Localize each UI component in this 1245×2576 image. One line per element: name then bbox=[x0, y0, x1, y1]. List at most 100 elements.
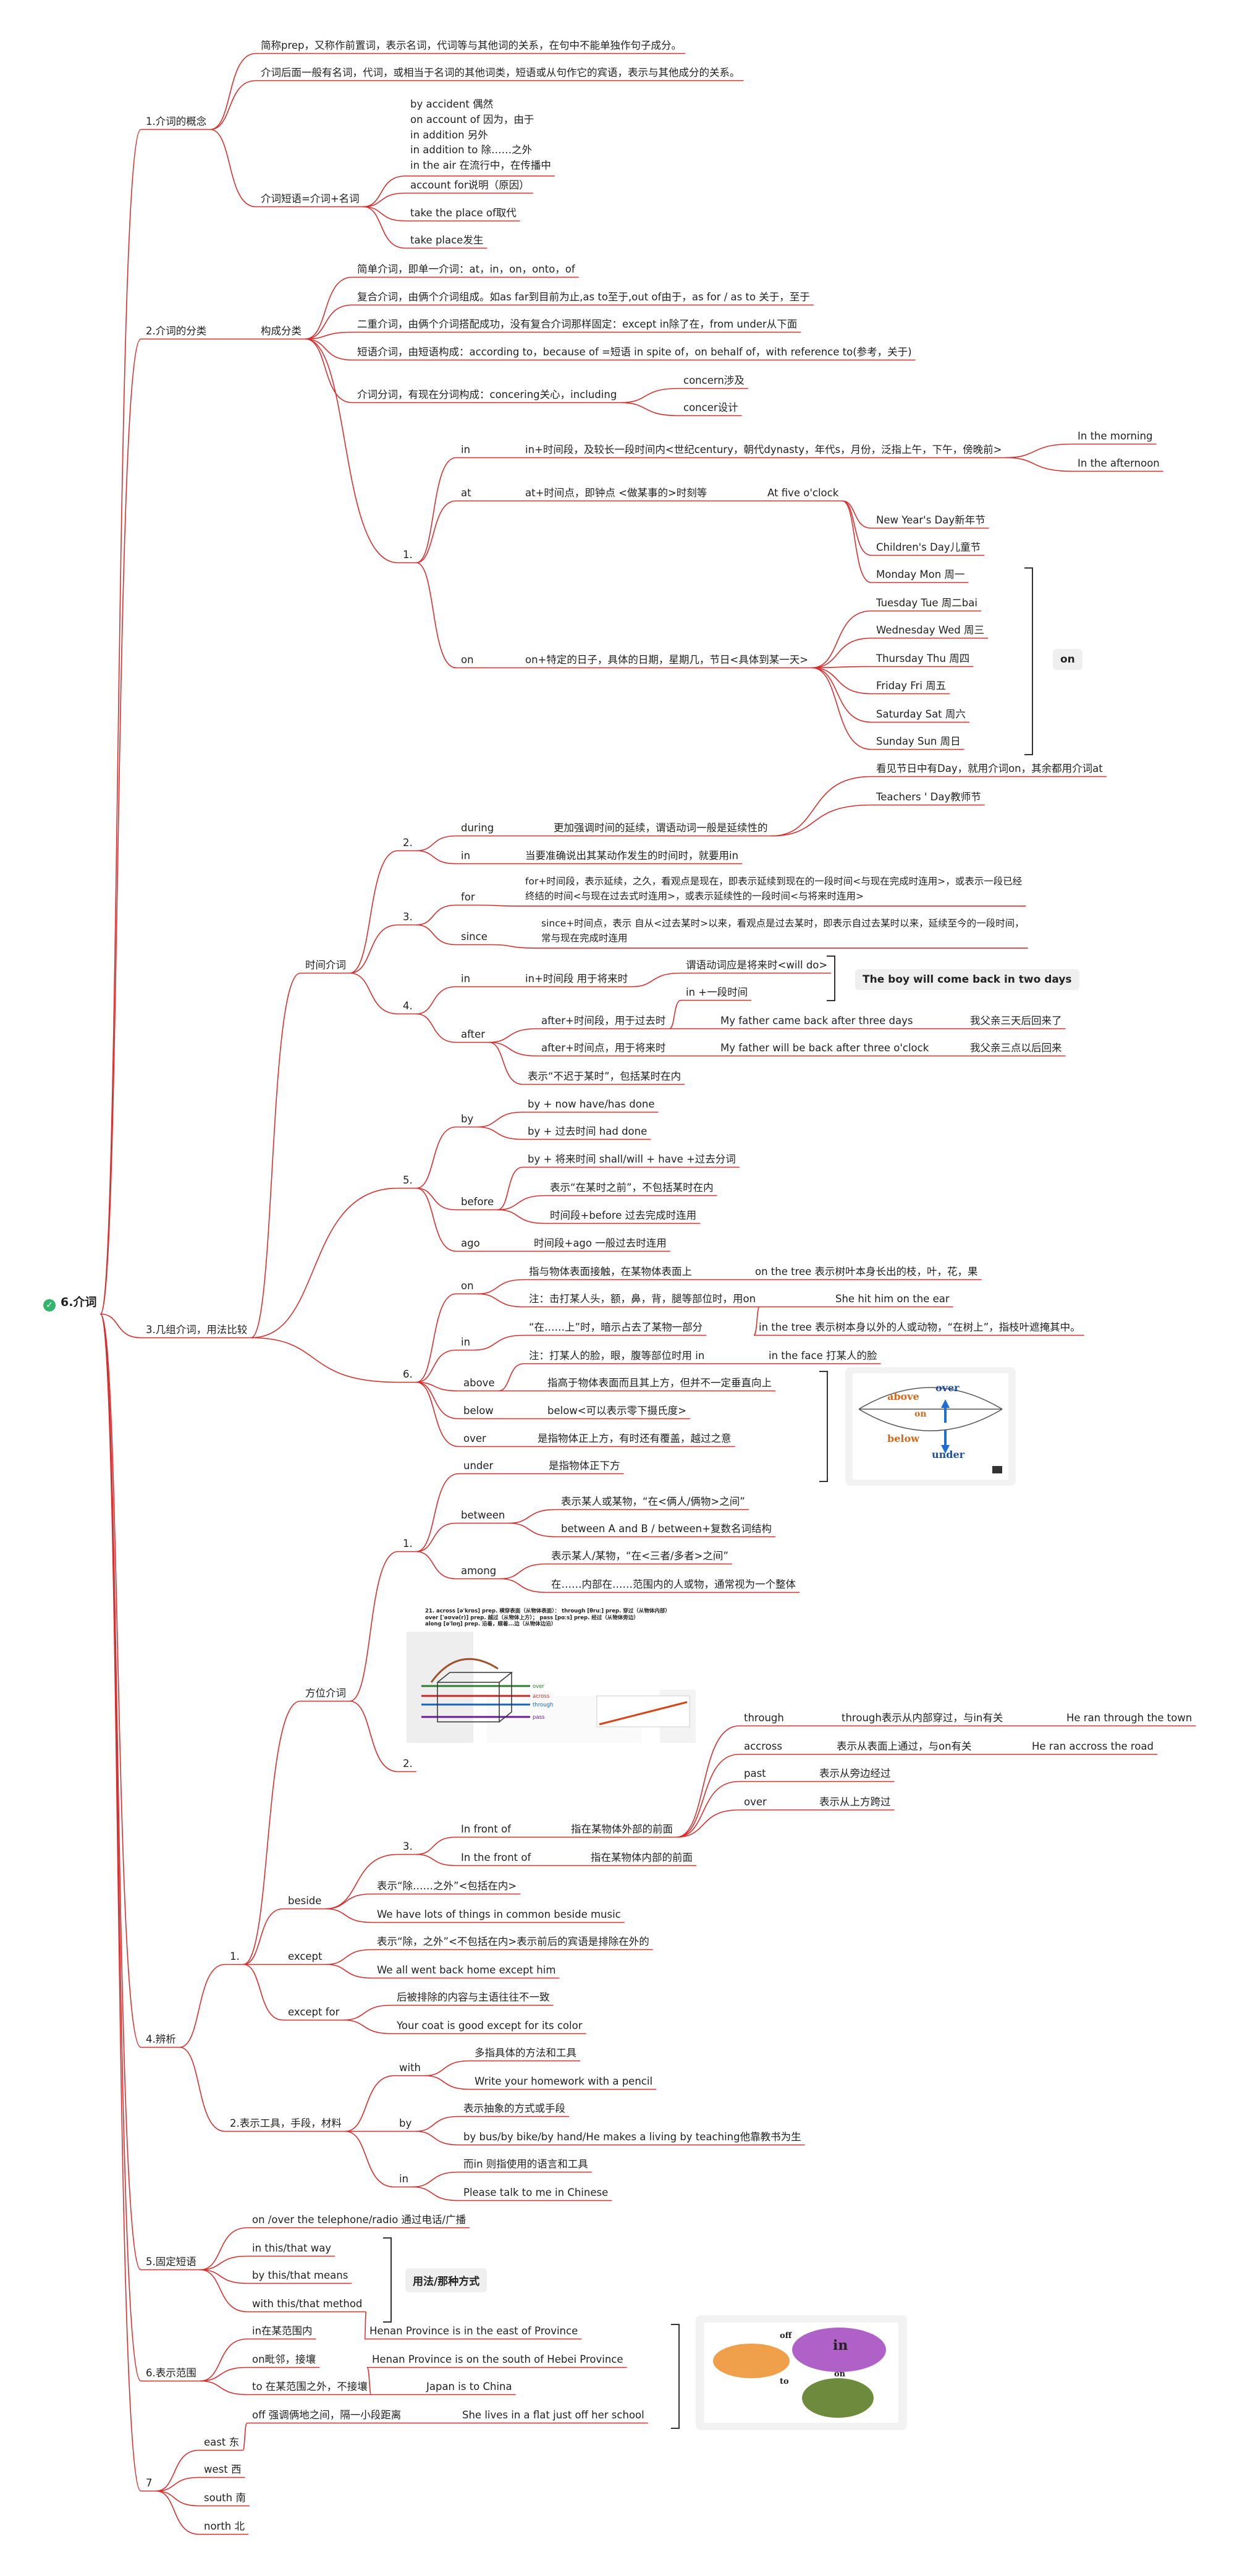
pass-small-label: pass bbox=[533, 1714, 545, 1721]
over-desc: 表示从上方跨过 bbox=[819, 1796, 891, 1808]
across-line-2: over [ˈəʊvə(r)] prep. 越过（从物体上方）； pass [p… bbox=[425, 1614, 639, 1621]
section-types[interactable]: 2.介词的分类 bbox=[146, 325, 207, 337]
type-phrasal: 短语介词，由短语构成：according to，because of =短语 i… bbox=[357, 346, 912, 358]
beside-item: 表示“除……之外”<包括在内> bbox=[377, 1880, 517, 1892]
place-g1-between: between bbox=[461, 1509, 505, 1521]
g6-on-desc2: 注：击打某人头，额，鼻，背，腿等部位时，用on bbox=[529, 1293, 756, 1305]
time-g1-at-desc: at+时间点，即钟点 <做某事的>时刻等 bbox=[525, 487, 707, 499]
direction-item: west 西 bbox=[204, 2464, 242, 2475]
among-item: 在……内部在……范围内的人或物，通常视为一个整体 bbox=[551, 1578, 796, 1590]
accross-ex: He ran accross the road bbox=[1032, 1740, 1154, 1752]
by-item: by + now have/has done bbox=[528, 1098, 655, 1110]
range-b: She lives in a flat just off her school bbox=[462, 2409, 644, 2421]
across-small-label: across bbox=[533, 1693, 550, 1700]
fixed-item: with this/that method bbox=[252, 2298, 363, 2310]
in-front-of-desc: 指在某物体外部的前面 bbox=[571, 1823, 673, 1835]
time-g4-after-desc2: after+时间点，用于将来时 bbox=[541, 1042, 666, 1054]
concern-2: concer设计 bbox=[683, 402, 738, 413]
concept-def-1: 简称prep，又称作前置词，表示名词，代词等与其他词的关系，在句中不能单独作句子… bbox=[261, 40, 682, 51]
type-double: 二重介词，由俩个介词搭配成功，没有复合介词那样固定：except in除了在，f… bbox=[357, 318, 798, 330]
in-summary: The boy will come back in two days bbox=[855, 969, 1079, 990]
form-label[interactable]: 构成分类 bbox=[261, 325, 302, 337]
on-list-item: Friday Fri 周五 bbox=[876, 680, 947, 692]
through-desc: through表示从内部穿过，与in有关 bbox=[842, 1712, 1003, 1724]
time-prep-label[interactable]: 时间介词 bbox=[305, 959, 346, 971]
range-a: to 在某范围之外，不接壤 bbox=[252, 2381, 368, 2392]
time-g3-since-desc: since+时间点，表示 自从<过去某时>以来，看观点是过去某时，即表示自过去某… bbox=[541, 916, 1024, 946]
fixed-bracket bbox=[383, 2237, 392, 2323]
below-label: below bbox=[887, 1433, 919, 1444]
place-prep-label[interactable]: 方位介词 bbox=[305, 1687, 346, 1699]
type-simple: 简单介词，即单一介词：at，in，on，onto，of bbox=[357, 263, 575, 275]
section-range[interactable]: 6.表示范围 bbox=[146, 2367, 196, 2379]
between-item: between A and B / between+复数名词结构 bbox=[561, 1523, 772, 1535]
range-a: in在某范围内 bbox=[252, 2325, 313, 2337]
concept-def-2: 介词后面一般有名词，代词，或相当于名词的其他词类，短语或从句作它的宾语，表示与其… bbox=[261, 67, 740, 78]
time-g2-in: in bbox=[461, 850, 471, 862]
place-g2-past: past bbox=[744, 1768, 766, 1779]
in-bracket bbox=[827, 955, 835, 1001]
distinguish-g1-num: 1. bbox=[230, 1951, 240, 1962]
in-the-front-of-desc: 指在某物体内部的前面 bbox=[591, 1852, 693, 1863]
by-item: by + 过去时间 had done bbox=[528, 1125, 648, 1137]
section-fixed[interactable]: 5.固定短语 bbox=[146, 2256, 196, 2268]
phrase-example: take the place of取代 bbox=[410, 207, 517, 219]
place-g3-in-front-of: In front of bbox=[461, 1823, 511, 1835]
with-item: Write your homework with a pencil bbox=[475, 2075, 653, 2087]
across-through-illustration: 21. across [ə'krɒs] prep. 横穿表面（从物体表面）： t… bbox=[400, 1603, 696, 1749]
by-item: by + 将来时间 shall/will + have +过去分词 bbox=[528, 1153, 736, 1165]
g6-below-desc: below<可以表示零下摄氏度> bbox=[547, 1405, 686, 1417]
on-list-item: Monday Mon 周一 bbox=[876, 569, 965, 580]
place-g2-accross: accross bbox=[744, 1740, 782, 1752]
time-g5-num: 5. bbox=[403, 1174, 413, 1186]
for-desc-line: for+时间段，表示延续，之久，看观点是现在，即表示延续到现在的一段时间<与现在… bbox=[525, 876, 1023, 887]
except-for: except for bbox=[288, 2006, 340, 2018]
above-below-illustration: over above on below under bbox=[845, 1367, 1016, 1486]
between-item: 表示某人或某物，“在<俩人/俩物>之间” bbox=[561, 1496, 745, 1507]
time-g2-during: during bbox=[461, 822, 494, 834]
range-a: off 强调俩地之间，隔一小段距离 bbox=[252, 2409, 402, 2421]
by-item: 表示抽象的方式或手段 bbox=[463, 2103, 565, 2114]
section-seven[interactable]: 7 bbox=[146, 2477, 153, 2489]
root-node[interactable]: ✓6.介词 bbox=[43, 1297, 96, 1311]
time-g1-on: on bbox=[461, 654, 474, 666]
accross-desc: 表示从表面上通过，与on有关 bbox=[837, 1740, 972, 1752]
by-item: by bus/by bike/by hand/He makes a living… bbox=[463, 2131, 801, 2143]
range-illustration: off in on to bbox=[696, 2315, 907, 2430]
phrase-item: in the air 在流行中，在传播中 bbox=[410, 159, 551, 171]
place-g3-num: 3. bbox=[403, 1841, 413, 1852]
range-b: Japan is to China bbox=[426, 2381, 512, 2392]
past-desc: 表示从旁边经过 bbox=[819, 1768, 891, 1779]
across-line-1: 21. across [ə'krɒs] prep. 横穿表面（从物体表面）： t… bbox=[425, 1608, 670, 1614]
except-for-item: Your coat is good except for its color bbox=[397, 2020, 583, 2032]
time-g6-in: in bbox=[461, 1336, 471, 1348]
time-g6-on: on bbox=[461, 1280, 474, 1292]
in-item: 而in 则指使用的语言和工具 bbox=[463, 2158, 588, 2170]
place-g1-among: among bbox=[461, 1565, 497, 1577]
on-list-item: Thursday Thu 周四 bbox=[876, 653, 970, 664]
ellipse-diagram-icon bbox=[713, 2328, 886, 2418]
time-g4-in-sub2: in +一段时间 bbox=[686, 986, 748, 998]
time-g4-in-sub1: 谓语动词应是将来时<will do> bbox=[686, 959, 828, 971]
root-label: 6.介词 bbox=[61, 1295, 97, 1309]
section-distinguish[interactable]: 4.辨析 bbox=[146, 2033, 176, 2045]
g6-on-desc1: 指与物体表面接触，在某物体表面上 bbox=[529, 1266, 692, 1277]
section-usage[interactable]: 3.几组介词，用法比较 bbox=[146, 1324, 248, 1336]
place-g3-in-the-front-of: In the front of bbox=[461, 1852, 531, 1863]
time-g4-after-tr2: 我父亲三点以后回来 bbox=[970, 1042, 1062, 1054]
time-g5-by: by bbox=[461, 1113, 474, 1125]
through-ex: He ran through the town bbox=[1066, 1712, 1192, 1724]
phrase-label[interactable]: 介词短语=介词+名词 bbox=[261, 193, 360, 205]
time-g3-for: for bbox=[461, 891, 475, 903]
on-list-item: Sunday Sun 周日 bbox=[876, 735, 961, 747]
in-item: Please talk to me in Chinese bbox=[463, 2187, 609, 2198]
above-below-bracket bbox=[819, 1371, 828, 1482]
except-for-item: 后被排除的内容与主语往往不一致 bbox=[397, 1991, 550, 2003]
off-label: off bbox=[780, 2331, 792, 2341]
place-g2-through: through bbox=[744, 1712, 784, 1724]
section-concept[interactable]: 1.介词的概念 bbox=[146, 116, 207, 127]
type-participle: 介词分词，有现在分词构成：concering关心，including bbox=[357, 389, 617, 400]
since-desc-line: 常与现在完成时连用 bbox=[541, 933, 628, 944]
with-item: 多指具体的方法和工具 bbox=[475, 2047, 576, 2059]
